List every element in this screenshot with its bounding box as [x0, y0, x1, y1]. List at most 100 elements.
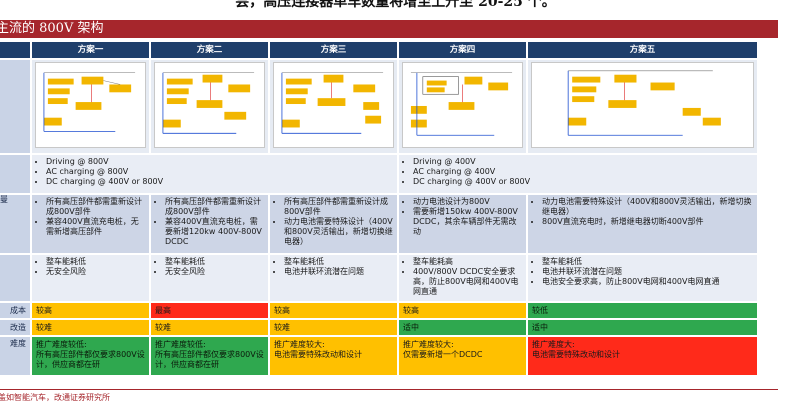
- list-item: 整车能耗低: [284, 257, 393, 267]
- header-row: 方案一 方案二 方案三 方案四 方案五: [0, 42, 757, 58]
- list-item: 兼容400V直流充电桩，无需新增高压部件: [46, 217, 145, 237]
- cost-cell-5: 较低: [528, 303, 757, 318]
- row-label-difficulty: 难度: [0, 337, 30, 375]
- list-item: DC charging @ 400V or 800V: [46, 177, 393, 187]
- difficulty-cell-3: 推广难度较大:电池需要特殊改动和设计: [270, 337, 397, 375]
- col-header-4: 方案四: [399, 42, 526, 58]
- difficulty-title: 推广难度较低:: [155, 340, 206, 349]
- list-item: AC charging @ 800V: [46, 167, 393, 177]
- difficulty-text: 电池需要特殊改动和设计: [532, 350, 620, 359]
- diagram-cell-4: [399, 60, 526, 153]
- list-item: Driving @ 800V: [46, 157, 393, 167]
- list-item: 无安全风险: [46, 267, 145, 277]
- voltage-list-800v: Driving @ 800V AC charging @ 800V DC cha…: [36, 157, 393, 187]
- cost-row: 成本 较高 最高 较高 较高 较低: [0, 303, 757, 318]
- design-cell-3: 所有高压部件都需重新设计成800V部件动力电池需要特殊设计（400V和800V灵…: [270, 195, 397, 253]
- difficulty-cell-1: 推广难度较低:所有高压部件都仅要求800V设计，供应商都在研: [32, 337, 149, 375]
- voltage-cell-800v: Driving @ 800V AC charging @ 800V DC cha…: [32, 155, 397, 193]
- retrofit-cell-5: 适中: [528, 320, 757, 335]
- difficulty-text: 所有高压部件都仅要求800V设计，供应商都在研: [36, 350, 145, 369]
- retrofit-cell-4: 适中: [399, 320, 526, 335]
- list-item: Driving @ 400V: [413, 157, 753, 167]
- section-title: 主流的 800V 架构: [0, 21, 104, 36]
- pros-cons-cell-3: 整车能耗低电池并联环流潜在问题: [270, 255, 397, 301]
- cost-cell-4: 较高: [399, 303, 526, 318]
- list-item: 整车能耗低: [165, 257, 264, 267]
- list-item: AC charging @ 400V: [413, 167, 753, 177]
- list-item: 电池并联环流潜在问题: [284, 267, 393, 277]
- list-item: 所有高压部件都需重新设计成800V部件: [284, 197, 393, 217]
- list-item: 整车能耗低: [542, 257, 753, 267]
- voltage-list-400v: Driving @ 400V AC charging @ 400V DC cha…: [403, 157, 753, 187]
- difficulty-text: 所有高压部件都仅要求800V设计，供应商都在研: [155, 350, 264, 369]
- col-header-2: 方案二: [151, 42, 268, 58]
- pros-cons-cell-1: 整车能耗低无安全风险: [32, 255, 149, 301]
- architecture-diagram-4: [402, 62, 523, 148]
- row-label-pros-cons: [0, 255, 30, 301]
- list-item: 动力电池需要特殊设计（400V和800V灵活输出，新增切换继电器）: [284, 217, 393, 247]
- list-item: 电池安全要求高，防止800V电网和400V电网直通: [542, 277, 753, 287]
- retrofit-cell-3: 较难: [270, 320, 397, 335]
- top-text: 尝，高压连接器单车数量将增至上升至 20-25 个。: [235, 0, 556, 10]
- list-item: 整车能耗低: [46, 257, 145, 267]
- difficulty-text: 仅需要新增一个DCDC: [403, 350, 483, 359]
- row-label-design: 曼: [0, 195, 30, 253]
- list-item: 电池并联环流潜在问题: [542, 267, 753, 277]
- pros-cons-cell-2: 整车能耗低无安全风险: [151, 255, 268, 301]
- cost-cell-2: 最高: [151, 303, 268, 318]
- list-item: 整车能耗高: [413, 257, 522, 267]
- diagram-cell-3: [270, 60, 397, 153]
- cost-cell-3: 较高: [270, 303, 397, 318]
- architecture-comparison-table: 方案一 方案二 方案三 方案四 方案五 Driving @ 800V AC ch…: [0, 40, 759, 377]
- section-title-bar: 主流的 800V 架构: [0, 20, 778, 38]
- difficulty-cell-5: 推广难度大:电池需要特殊改动和设计: [528, 337, 757, 375]
- design-cell-5: 动力电池需要特殊设计（400V和800V灵活输出，新增切换继电器）800V直流充…: [528, 195, 757, 253]
- diagram-row: [0, 60, 757, 153]
- list-item: 所有高压部件都需重新设计成800V部件: [46, 197, 145, 217]
- row-label-retrofit: 改造: [0, 320, 30, 335]
- list-item: 800V直流充电时，新增继电器切断400V部件: [542, 217, 753, 227]
- pros-cons-cell-5: 整车能耗低电池并联环流潜在问题电池安全要求高，防止800V电网和400V电网直通: [528, 255, 757, 301]
- difficulty-title: 推广难度较大:: [274, 340, 325, 349]
- difficulty-title: 推广难度较低:: [36, 340, 87, 349]
- pros-cons-row: 整车能耗低无安全风险 整车能耗低无安全风险 整车能耗低电池并联环流潜在问题 整车…: [0, 255, 757, 301]
- design-cell-1: 所有高压部件都需重新设计成800V部件兼容400V直流充电桩，无需新增高压部件: [32, 195, 149, 253]
- diagram-cell-2: [151, 60, 268, 153]
- row-label-diagram: [0, 60, 30, 153]
- voltage-row: Driving @ 800V AC charging @ 800V DC cha…: [0, 155, 757, 193]
- list-item: 兼容400V直流充电桩，需要新增120kw 400V-800V DCDC: [165, 217, 264, 247]
- pros-cons-cell-4: 整车能耗高400V/800V DCDC安全要求高，防止800V电网和400V电网…: [399, 255, 526, 301]
- voltage-cell-400v: Driving @ 400V AC charging @ 400V DC cha…: [399, 155, 757, 193]
- architecture-diagram-2: [154, 62, 265, 148]
- list-item: 无安全风险: [165, 267, 264, 277]
- architecture-diagram-1: [35, 62, 146, 148]
- bottom-divider: [0, 389, 778, 390]
- header-corner: [0, 42, 30, 58]
- col-header-5: 方案五: [528, 42, 757, 58]
- list-item: 所有高压部件都需重新设计成800V部件: [165, 197, 264, 217]
- row-label-voltage: [0, 155, 30, 193]
- difficulty-text: 电池需要特殊改动和设计: [274, 350, 362, 359]
- difficulty-row: 难度 推广难度较低:所有高压部件都仅要求800V设计，供应商都在研 推广难度较低…: [0, 337, 757, 375]
- design-row: 曼 所有高压部件都需重新设计成800V部件兼容400V直流充电桩，无需新增高压部…: [0, 195, 757, 253]
- difficulty-cell-4: 推广难度较大:仅需要新增一个DCDC: [399, 337, 526, 375]
- architecture-diagram-5: [531, 62, 754, 148]
- diagram-cell-1: [32, 60, 149, 153]
- cost-cell-1: 较高: [32, 303, 149, 318]
- col-header-3: 方案三: [270, 42, 397, 58]
- source-footnote: ：盖如智能汽车，改通证券研究所: [0, 393, 110, 402]
- list-item: DC charging @ 400V or 800V: [413, 177, 753, 187]
- retrofit-cell-2: 较难: [151, 320, 268, 335]
- list-item: 动力电池设计为800V: [413, 197, 522, 207]
- retrofit-row: 改造 较难 较难 较难 适中 适中: [0, 320, 757, 335]
- diagram-cell-5: [528, 60, 757, 153]
- design-cell-4: 动力电池设计为800V需要新增150kw 400V-800V DCDC，其余车辆…: [399, 195, 526, 253]
- row-label-cost: 成本: [0, 303, 30, 318]
- list-item: 400V/800V DCDC安全要求高，防止800V电网和400V电网直通: [413, 267, 522, 297]
- list-item: 动力电池需要特殊设计（400V和800V灵活输出，新增切换继电器）: [542, 197, 753, 217]
- difficulty-cell-2: 推广难度较低:所有高压部件都仅要求800V设计，供应商都在研: [151, 337, 268, 375]
- col-header-1: 方案一: [32, 42, 149, 58]
- retrofit-cell-1: 较难: [32, 320, 149, 335]
- architecture-diagram-3: [273, 62, 394, 148]
- design-cell-2: 所有高压部件都需重新设计成800V部件兼容400V直流充电桩，需要新增120kw…: [151, 195, 268, 253]
